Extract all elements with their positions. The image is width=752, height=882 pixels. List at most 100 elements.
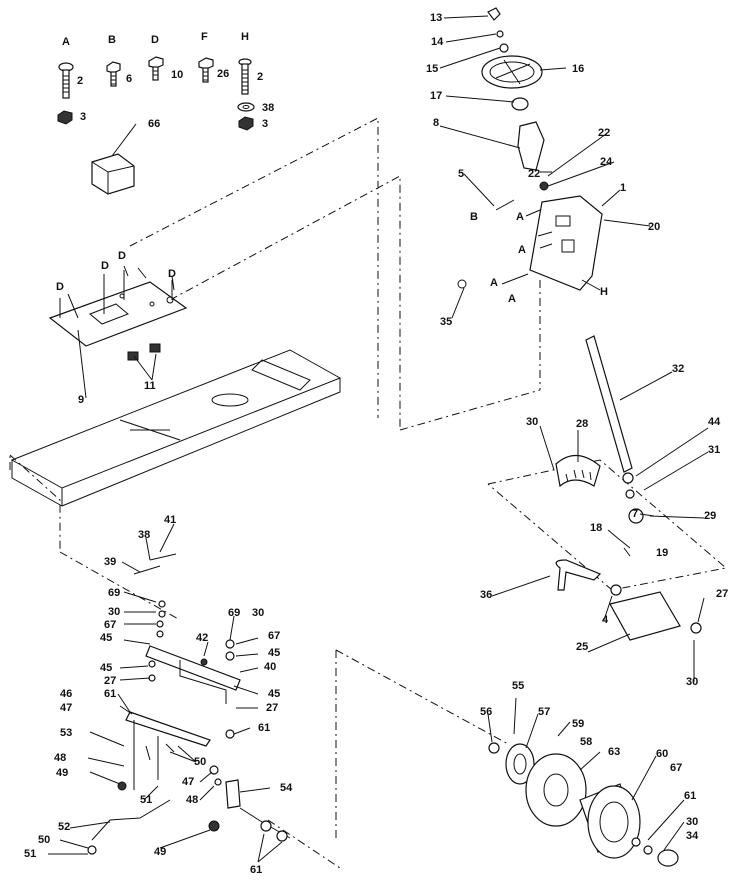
- callout-54: 54: [280, 782, 293, 794]
- callout-d-3: D: [168, 268, 176, 280]
- callout-31: 31: [708, 444, 721, 456]
- callout-a-2: A: [518, 244, 526, 256]
- callout-34: 34: [686, 830, 699, 842]
- callout-14: 14: [431, 36, 444, 48]
- callout-42: 42: [196, 632, 209, 644]
- callout-63: 63: [608, 746, 621, 758]
- callout-19: 19: [656, 547, 669, 559]
- callout-27-right: 27: [716, 588, 729, 600]
- callout-67-right: 67: [670, 762, 683, 774]
- callout-45-mid-2: 45: [268, 688, 281, 700]
- callout-35: 35: [440, 316, 453, 328]
- bolt-a-icon: [57, 62, 74, 125]
- callout-45-mid: 45: [268, 647, 281, 659]
- callout-7: 7: [632, 508, 639, 520]
- callout-13: 13: [430, 12, 443, 24]
- frame-outline-left: [9, 454, 181, 621]
- callout-5: 5: [458, 168, 465, 180]
- chassis-frame: [10, 349, 342, 507]
- qty-b: 6: [126, 73, 133, 85]
- frame-outline-right: [399, 280, 541, 431]
- callout-44: 44: [708, 416, 721, 428]
- callout-22-top: 22: [598, 127, 611, 139]
- qty-h-nut: 3: [262, 118, 269, 130]
- sector-gear-icon: [555, 454, 644, 549]
- callout-a-4: A: [508, 293, 516, 305]
- callout-66: 66: [148, 118, 161, 130]
- callout-30-left: 30: [108, 606, 121, 618]
- callout-55: 55: [512, 680, 525, 692]
- hardware-key-f: F: [201, 31, 208, 43]
- callout-a-1: A: [516, 211, 524, 223]
- callout-47-mid: 47: [182, 776, 195, 788]
- callout-28: 28: [576, 418, 589, 430]
- callout-30-bottom: 30: [686, 816, 699, 828]
- callout-d-4: D: [56, 281, 64, 293]
- callout-16: 16: [572, 63, 585, 75]
- qty-f: 26: [217, 68, 230, 80]
- callout-1: 1: [620, 182, 627, 194]
- callout-38: 38: [138, 529, 151, 541]
- callout-36: 36: [480, 589, 493, 601]
- callout-58: 58: [580, 736, 593, 748]
- callout-51-mid: 51: [140, 794, 153, 806]
- callout-61-right: 61: [684, 790, 697, 802]
- front-wheel-icon: [488, 742, 679, 867]
- callout-61-left: 61: [104, 688, 117, 700]
- callout-45-left: 45: [100, 632, 113, 644]
- callout-8: 8: [433, 117, 440, 129]
- callout-d-1: D: [118, 250, 126, 262]
- callout-48-mid: 48: [186, 794, 199, 806]
- callout-60: 60: [656, 748, 669, 760]
- callout-67-mid: 67: [268, 630, 281, 642]
- callout-22-left: 22: [528, 168, 541, 180]
- callout-27-mid: 27: [266, 702, 279, 714]
- spindle-outline: [267, 649, 511, 869]
- callout-4: 4: [602, 614, 609, 626]
- hardware-key-b: B: [108, 34, 116, 46]
- callout-49-bottom: 49: [154, 846, 167, 858]
- qty-d: 10: [171, 69, 184, 81]
- module-box-icon: [91, 153, 135, 195]
- callout-24: 24: [600, 156, 613, 168]
- callout-69-left: 69: [108, 587, 121, 599]
- callout-d-2: D: [101, 260, 109, 272]
- callout-h: H: [600, 286, 608, 298]
- leader-lines: [48, 15, 709, 863]
- callout-61-mid: 61: [258, 722, 271, 734]
- callout-30-right: 30: [686, 676, 699, 688]
- callout-40: 40: [264, 661, 277, 673]
- axle-outline: [487, 459, 728, 591]
- callout-15: 15: [426, 63, 439, 75]
- callout-47-left: 47: [60, 702, 73, 714]
- steering-wheel-icon: [481, 7, 543, 111]
- callout-51-left: 51: [24, 848, 37, 860]
- hardware-key-d: D: [151, 34, 159, 46]
- callout-52: 52: [58, 821, 71, 833]
- callout-20: 20: [648, 221, 661, 233]
- hardware-key-h: H: [241, 31, 249, 43]
- callout-46: 46: [60, 688, 73, 700]
- column-cover-icon: [517, 121, 545, 171]
- console-housing-icon: [457, 181, 603, 291]
- callout-29: 29: [704, 510, 717, 522]
- steering-shaft: [585, 335, 635, 499]
- callout-59: 59: [572, 718, 585, 730]
- callout-9: 9: [78, 394, 85, 406]
- callout-41: 41: [164, 514, 177, 526]
- callout-45-left-2: 45: [100, 662, 113, 674]
- callout-50-left: 50: [38, 834, 51, 846]
- callout-61-bottom: 61: [250, 864, 263, 876]
- callout-69-mid: 69: [228, 607, 241, 619]
- bolt-b-icon: [106, 61, 121, 87]
- qty-a: 2: [77, 75, 84, 87]
- bolt-f-icon: [198, 57, 214, 83]
- callout-67-left: 67: [104, 619, 117, 631]
- callout-11: 11: [144, 380, 156, 392]
- callout-30-gear: 30: [526, 416, 539, 428]
- dash-plate: [48, 270, 188, 361]
- callout-b: B: [470, 211, 478, 223]
- bolt-h-icon: [237, 58, 255, 131]
